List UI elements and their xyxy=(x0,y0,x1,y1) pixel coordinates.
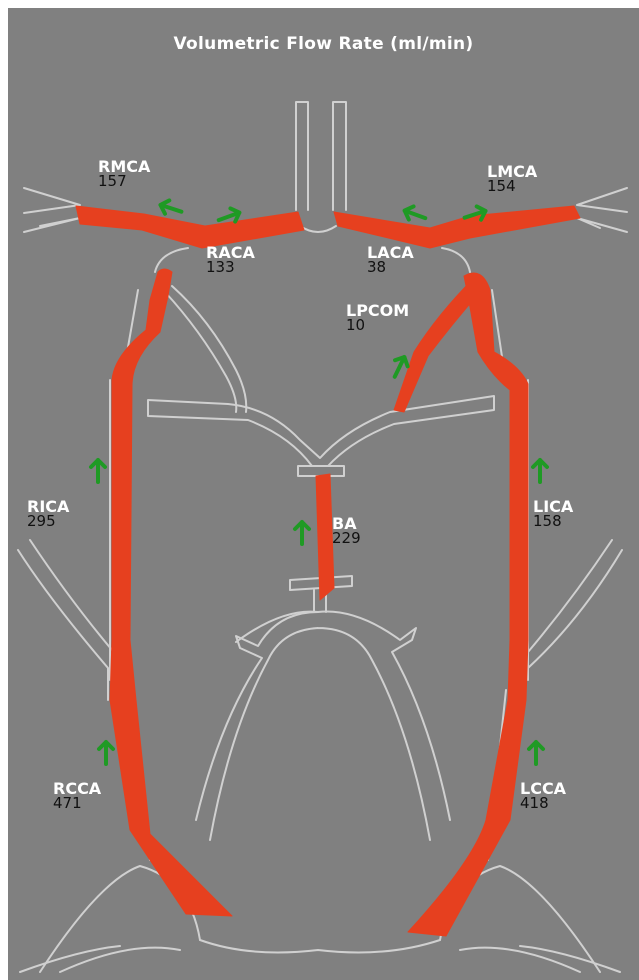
vessel-value: 471 xyxy=(53,796,101,811)
vessel-label-lica: LICA 158 xyxy=(533,499,573,529)
vessel-label-rica: RICA 295 xyxy=(27,499,69,529)
arrow-icon xyxy=(295,522,309,544)
vessel-value: 418 xyxy=(520,796,566,811)
vessel-value: 229 xyxy=(332,531,361,546)
arrow-icon xyxy=(99,742,113,764)
vessel-label-rmca: RMCA 157 xyxy=(98,159,150,189)
outline-bottom-center xyxy=(200,940,440,952)
outline-ba-top xyxy=(298,466,344,476)
outline-rmca-branch xyxy=(24,188,80,232)
lpcom-flow xyxy=(394,278,480,412)
lica-flow xyxy=(408,273,528,936)
vessel-diagram xyxy=(8,8,639,980)
outline-right-side-vessel xyxy=(18,540,112,700)
outline-right-upper-curve xyxy=(155,248,188,272)
vessel-label-rcca: RCCA 471 xyxy=(53,781,101,811)
vessel-label-lmca: LMCA 154 xyxy=(487,164,537,194)
outline-left-upper-curve xyxy=(442,248,470,272)
arrow-icon xyxy=(529,742,543,764)
vessel-label-lpcom: LPCOM 10 xyxy=(346,303,409,333)
vessel-value: 154 xyxy=(487,179,537,194)
vessel-value: 158 xyxy=(533,514,573,529)
arrow-icon xyxy=(91,460,105,482)
vessel-label-lcca: LCCA 418 xyxy=(520,781,566,811)
arrow-icon xyxy=(158,198,183,218)
outline-pca-bar xyxy=(148,396,494,466)
flow-vessels xyxy=(76,206,580,936)
diagram-panel: Volumetric Flow Rate (ml/min) RMCA 157 L… xyxy=(8,8,639,980)
outline-top-channel-left xyxy=(296,102,308,210)
outline-lower-arch-outer-left xyxy=(196,612,318,820)
vessel-value: 157 xyxy=(98,174,150,189)
vessel-label-raca: RACA 133 xyxy=(206,245,255,275)
outline-lmca-branch xyxy=(577,188,627,232)
rmca-flow xyxy=(76,206,304,248)
vessel-value: 38 xyxy=(367,260,414,275)
vessel-value: 295 xyxy=(27,514,69,529)
arrow-icon xyxy=(402,204,427,225)
outline-top-channel-right xyxy=(333,102,346,210)
outline-bottom-curves xyxy=(60,948,580,972)
outline-left-side-vessel xyxy=(528,540,622,668)
outline-lower-arch-outer xyxy=(236,612,450,820)
outline-anterior-connector xyxy=(300,226,336,232)
diagram-title: Volumetric Flow Rate (ml/min) xyxy=(8,34,639,54)
outline-bottom-network xyxy=(40,866,600,972)
vessel-value: 10 xyxy=(346,318,409,333)
vessel-label-ba: BA 229 xyxy=(332,516,361,546)
vessel-label-laca: LACA 38 xyxy=(367,245,414,275)
vessel-value: 133 xyxy=(206,260,255,275)
arrow-icon xyxy=(533,460,547,482)
lmca-flow xyxy=(334,206,580,248)
